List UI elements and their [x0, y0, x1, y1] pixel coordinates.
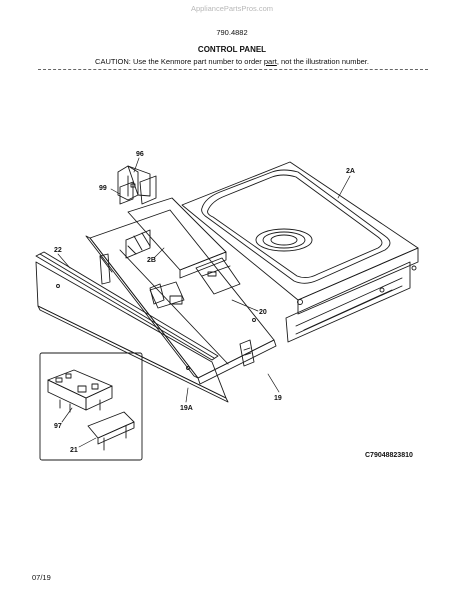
callout-2a: 2A	[346, 168, 355, 175]
part-19-control-panel	[85, 209, 277, 385]
callout-19: 19	[274, 395, 282, 402]
watermark: AppliancePartsPros.com	[190, 4, 274, 13]
inset-detail	[39, 352, 143, 461]
caution-text-after: , not the illustration number.	[276, 57, 369, 66]
callout-99: 99	[99, 185, 107, 192]
revision-date: 07/19	[32, 573, 51, 582]
header-divider	[38, 69, 428, 70]
callout-leaders	[57, 157, 351, 448]
part-19a-overlay	[35, 261, 229, 403]
caution-note: CAUTION: Use the Kenmore part number to …	[0, 57, 464, 66]
callout-20: 20	[259, 309, 267, 316]
callout-22: 22	[54, 247, 62, 254]
callout-21: 21	[70, 447, 78, 454]
part-20-control-board	[149, 257, 241, 305]
callout-96: 96	[136, 151, 144, 158]
part-22-trim	[35, 251, 219, 361]
caution-part-link: part	[263, 57, 277, 66]
page-title: CONTROL PANEL	[197, 45, 267, 54]
part-96-99-bracket	[117, 165, 157, 205]
callout-2b: 2B	[147, 257, 156, 264]
model-number: 790.4882	[216, 28, 248, 37]
callout-19a: 19A	[180, 405, 193, 412]
figure-code: C79048823810	[365, 452, 413, 459]
caution-text-before: CAUTION: Use the Kenmore part number to …	[95, 57, 264, 66]
part-2b-rear-housing	[125, 197, 227, 279]
part-2a-top-frame	[181, 161, 419, 343]
callout-97: 97	[54, 423, 62, 430]
